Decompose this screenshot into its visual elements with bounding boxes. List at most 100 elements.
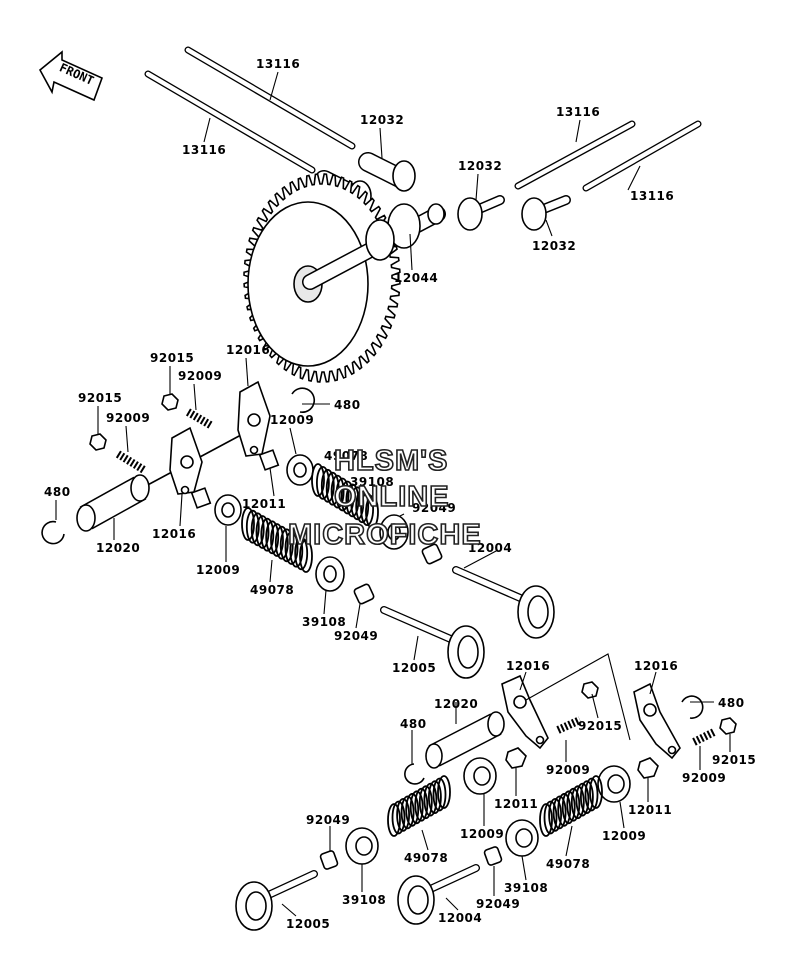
spring-seat-upper-1 [286,454,314,486]
retainer-lower-1 [345,827,379,865]
callout-92015-d: 92015 [712,753,756,767]
valve-spring-lower-1 [387,775,451,837]
callout-12009-d: 12009 [602,829,646,843]
rocker-arm-lower-1 [501,674,549,750]
cotter-lower-1 [319,850,339,870]
tappet-1 [358,152,416,192]
callout-12016-d: 12016 [634,659,678,673]
adjust-screw-upper-1 [185,408,215,430]
camshaft-gear [243,173,446,383]
callout-12009-b: 12009 [196,563,240,577]
callout-480-b: 480 [44,485,71,499]
rocker-arm-upper-1 [169,426,203,495]
valve-lower-2 [397,864,480,925]
leader-lines [55,71,731,917]
adjust-screw-lower-2 [692,728,716,746]
collar-lower-1 [505,747,527,769]
callout-480-a: 480 [334,398,361,412]
callout-12011-a: 12011 [242,497,286,511]
collar-lower-2 [637,757,659,779]
callout-92049-a: 92049 [412,501,456,515]
nut-upper-2 [89,433,107,451]
rocker-arm-upper-2 [237,380,271,457]
callout-12005-a: 12005 [392,661,436,675]
cotter-upper-1 [421,543,443,565]
tappet-4 [521,195,571,231]
rocker-shaft-lower [425,711,505,769]
callout-480-c: 480 [400,717,427,731]
callout-12020-a: 12020 [96,541,140,555]
circlip-lower-1 [404,763,425,785]
watermark: HLSM'S ONLINE MICROFICHE [287,444,482,552]
callout-12020-b: 12020 [434,697,478,711]
callout-480-d: 480 [718,696,745,710]
watermark-line-1: HLSM'S [334,445,448,477]
callout-92049-b: 92049 [334,629,378,643]
callout-39108-b: 39108 [302,615,346,629]
callout-12016-a: 12016 [226,343,270,357]
callout-13116-a: 13116 [256,57,300,71]
spring-seat-lower-1 [463,757,497,795]
callout-12005-b: 12005 [286,917,330,931]
callout-12009-c: 12009 [460,827,504,841]
adjust-screw-lower-1 [556,716,582,734]
bracket-lines [525,653,631,741]
push-rod-right-upper [514,120,636,190]
valve-upper-2 [380,606,485,679]
circlip-upper-left [41,520,65,545]
circlip-upper-right [291,387,316,414]
retainer-lower-2 [505,819,539,857]
callout-12032-b: 12032 [458,159,502,173]
valve-spring-upper-1 [311,463,379,529]
callout-12011-b: 12011 [494,797,538,811]
callout-12004-a: 12004 [468,541,512,555]
collar-upper-1 [258,449,280,471]
front-arrow-icon: FRONT [38,50,104,102]
callout-13116-d: 13116 [630,189,674,203]
callout-39108-d: 39108 [504,881,548,895]
callout-13116-b: 13116 [182,143,226,157]
callout-12016-b: 12016 [152,527,196,541]
callout-92049-c: 92049 [306,813,350,827]
callout-12044: 12044 [394,271,438,285]
tappet-3 [457,195,505,231]
nut-lower-2 [719,717,737,735]
callout-92009-c: 92009 [546,763,590,777]
callout-12032-c: 12032 [532,239,576,253]
callout-92015-a: 92015 [150,351,194,365]
callout-13116-c: 13116 [556,105,600,119]
retainer-upper-2 [315,556,345,592]
callout-49078-c: 49078 [404,851,448,865]
rocker-shaft-upper [76,427,255,532]
collar-upper-2 [190,487,212,509]
callout-12011-c: 12011 [628,803,672,817]
valve-spring-lower-2 [539,775,603,837]
adjust-screw-upper-2 [115,450,147,474]
cotter-upper-2 [353,583,375,605]
callout-92015-c: 92015 [578,719,622,733]
callout-92049-d: 92049 [476,897,520,911]
callout-labels: 13116 13116 12032 13116 12032 13116 1203… [44,57,756,931]
circlip-lower-2 [681,695,704,719]
valve-upper-1 [452,566,555,639]
callout-12004-b: 12004 [438,911,482,925]
callout-39108-c: 39108 [342,893,386,907]
callout-49078-b: 49078 [250,583,294,597]
push-rod-right-lower [582,120,702,192]
callout-92009-b: 92009 [106,411,150,425]
callout-39108-a: 39108 [350,475,394,489]
watermark-line-3: MICROFICHE [288,519,482,551]
valve-spring-upper-2 [241,507,313,573]
callout-12032-a: 12032 [360,113,404,127]
retainer-upper-1 [379,514,409,550]
nut-upper-1 [161,393,179,411]
valve-lower-1 [235,870,318,931]
callout-92009-a: 92009 [178,369,222,383]
spring-seat-upper-2 [214,494,242,526]
callout-12016-c: 12016 [506,659,550,673]
watermark-line-2: ONLINE [334,481,450,513]
callout-12009-a: 12009 [270,413,314,427]
callout-92015-b: 92015 [78,391,122,405]
push-rod-left-long [144,70,316,174]
